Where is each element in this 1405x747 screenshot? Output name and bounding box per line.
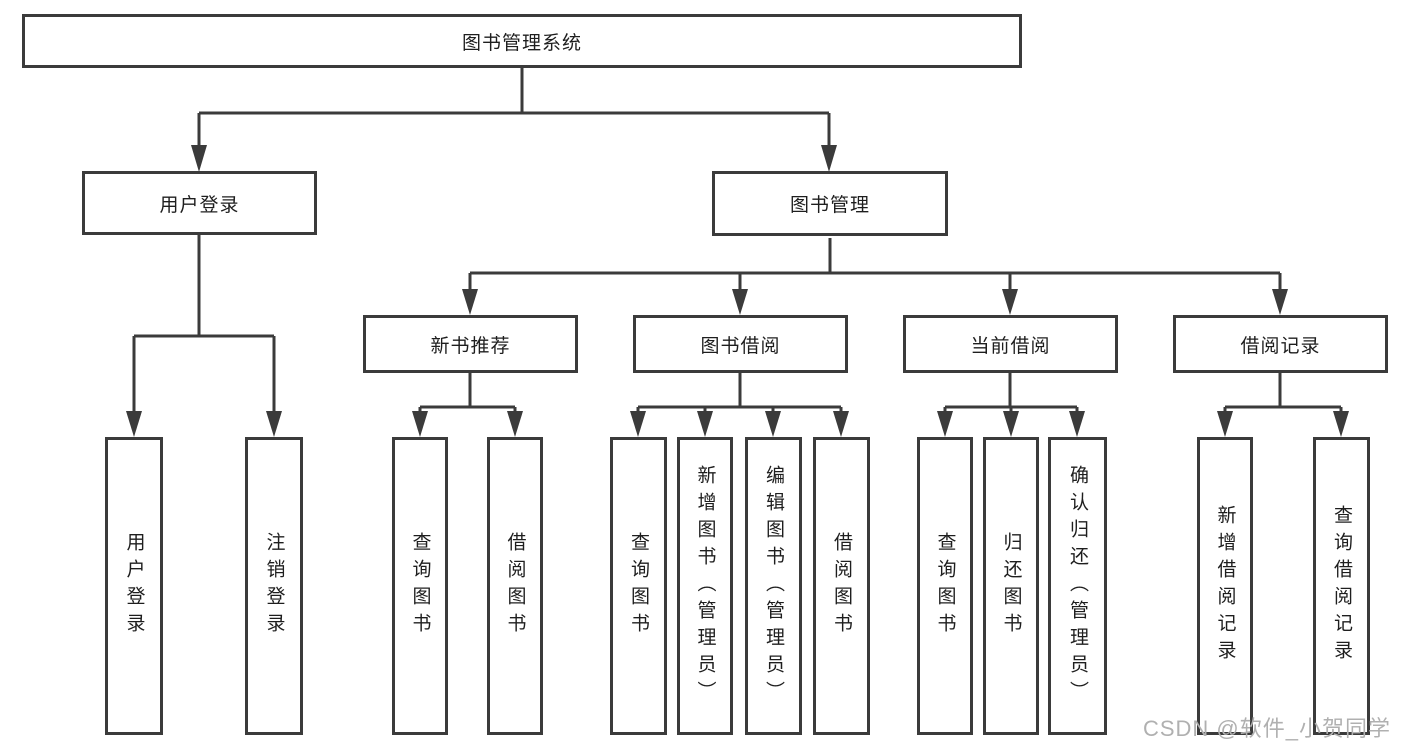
node-new-book-recommend: 新书推荐 (363, 315, 578, 373)
connector-user-login-branch (126, 235, 282, 437)
node-library-management-system: 图书管理系统 (22, 14, 1022, 68)
leaf-add-borrow-record: 新增借阅记录 (1197, 437, 1253, 735)
connector-borrow-records-branch (1217, 373, 1349, 437)
connector-book-borrow-branch (630, 373, 849, 437)
leaf-confirm-return-admin: 确认归还（管理员） (1048, 437, 1107, 735)
connector-new-book-branch (412, 373, 523, 437)
leaf-logout: 注销登录 (245, 437, 303, 735)
leaf-user-login: 用户登录 (105, 437, 163, 735)
leaf-add-book-admin: 新增图书（管理员） (677, 437, 733, 735)
connector-book-management-branch (462, 238, 1288, 315)
leaf-edit-book-admin: 编辑图书（管理员） (745, 437, 802, 735)
leaf-query-books: 查询图书 (610, 437, 667, 735)
node-book-management: 图书管理 (712, 171, 948, 236)
watermark: CSDN @软件_小贺同学 (1142, 716, 1391, 741)
leaf-borrow-books: 借阅图书 (487, 437, 543, 735)
connector-current-borrow-branch (937, 373, 1085, 437)
node-user-login: 用户登录 (82, 171, 317, 235)
leaf-query-borrow-record: 查询借阅记录 (1313, 437, 1370, 735)
node-borrow-records: 借阅记录 (1173, 315, 1388, 373)
leaf-query-books: 查询图书 (392, 437, 448, 735)
leaf-query-books: 查询图书 (917, 437, 973, 735)
leaf-borrow-books: 借阅图书 (813, 437, 870, 735)
node-current-borrow: 当前借阅 (903, 315, 1118, 373)
node-book-borrow: 图书借阅 (633, 315, 848, 373)
leaf-return-book: 归还图书 (983, 437, 1039, 735)
connector-root-to-level2 (191, 68, 837, 172)
